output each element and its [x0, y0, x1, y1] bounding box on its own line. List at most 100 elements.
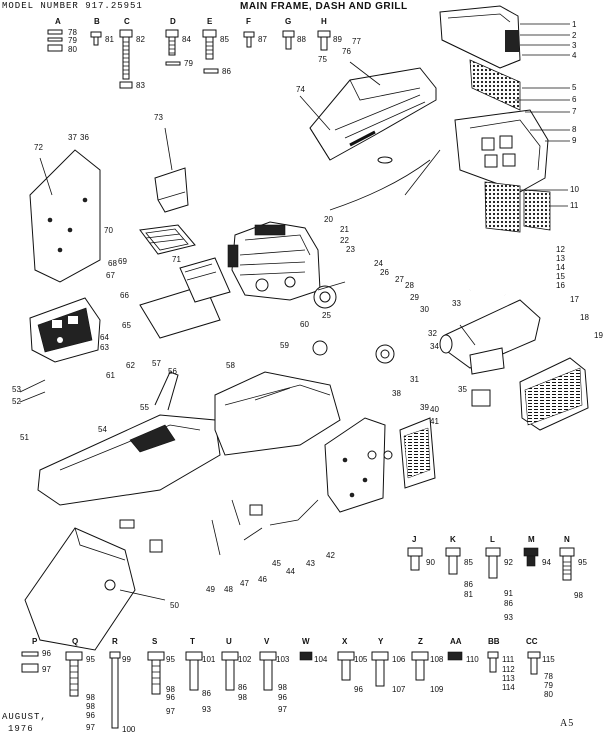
callout-37: 37	[68, 133, 77, 142]
callout-73: 73	[154, 113, 163, 122]
hw-num-93t: 93	[202, 705, 211, 714]
callout-44: 44	[286, 567, 295, 576]
callout-63: 63	[100, 343, 109, 352]
hw-num-80: 80	[68, 45, 77, 54]
callout-34: 34	[430, 342, 439, 351]
hw-num-103: 103	[276, 655, 290, 664]
callout-13: 13	[556, 254, 565, 263]
hardware-row-top	[47, 29, 331, 89]
callout-72: 72	[34, 143, 43, 152]
hw-num-95m: 95	[578, 558, 587, 567]
callout-27: 27	[395, 275, 404, 284]
hardware-e	[202, 29, 219, 74]
hw-num-80cc: 80	[544, 690, 553, 699]
pulley	[313, 281, 346, 309]
callout-77: 77	[352, 37, 361, 46]
hw-num-96x: 96	[354, 685, 363, 694]
hw-num-79b: 79	[184, 59, 193, 68]
hw-num-105: 105	[354, 655, 368, 664]
hw-num-88: 88	[297, 35, 306, 44]
hw-num-109: 109	[430, 685, 444, 694]
hw-letter-z: Z	[418, 637, 423, 646]
hw-letter-g: G	[285, 17, 291, 26]
hw-num-87: 87	[258, 35, 267, 44]
hw-letter-f: F	[246, 17, 251, 26]
hw-num-100: 100	[122, 725, 136, 734]
hw-num-107: 107	[392, 685, 406, 694]
callout-2: 2	[572, 31, 577, 40]
hw-letter-c: C	[124, 17, 130, 26]
hw-num-106: 106	[392, 655, 406, 664]
callout-53: 53	[12, 385, 21, 394]
callout-38: 38	[392, 389, 401, 398]
grille-screen-right	[523, 189, 551, 231]
hw-num-98u: 98	[238, 693, 247, 702]
hw-letter-h: H	[321, 17, 327, 26]
hw-num-97p: 97	[42, 665, 51, 674]
callout-33: 33	[452, 299, 461, 308]
hw-letter-t: T	[190, 637, 195, 646]
callout-62: 62	[126, 361, 135, 370]
hardware-a	[47, 29, 63, 52]
hood	[309, 67, 441, 211]
hw-num-86: 86	[222, 67, 231, 76]
hw-num-99: 99	[122, 655, 131, 664]
hardware-f	[243, 31, 255, 48]
callout-30: 30	[420, 305, 429, 314]
grille-screen-upper	[469, 59, 521, 111]
hw-num-82: 82	[136, 35, 145, 44]
hw-num-86t: 86	[202, 689, 211, 698]
callout-60: 60	[300, 320, 309, 329]
callout-43: 43	[306, 559, 315, 568]
callout-8: 8	[572, 125, 577, 134]
callout-22: 22	[340, 236, 349, 245]
callout-40: 40	[430, 405, 439, 414]
hw-num-98q: 98	[86, 693, 95, 702]
callout-68: 68	[108, 259, 117, 268]
hw-num-104: 104	[314, 655, 328, 664]
callout-74: 74	[296, 85, 305, 94]
hw-num-108: 108	[430, 655, 444, 664]
engine	[227, 221, 321, 301]
callout-54: 54	[98, 425, 107, 434]
callout-70: 70	[104, 226, 113, 235]
hw-num-93: 93	[504, 613, 513, 622]
callout-47: 47	[240, 579, 249, 588]
hardware-d	[165, 29, 181, 66]
callout-56: 56	[168, 367, 177, 376]
callout-29: 29	[410, 293, 419, 302]
hw-letter-cc: CC	[526, 637, 538, 646]
callout-58: 58	[226, 361, 235, 370]
dash-panel	[29, 297, 101, 363]
grille-assembly	[439, 5, 551, 233]
side-plate-right	[324, 417, 386, 513]
callout-36: 36	[80, 133, 89, 142]
hw-letter-j: J	[412, 535, 416, 544]
hardware-top-labels: A B C D E F G H 78 79 80 81 82 83 84 79 …	[55, 17, 342, 90]
callout-31: 31	[410, 375, 419, 384]
hw-letter-p: P	[32, 637, 38, 646]
vent-plate	[399, 417, 436, 489]
hw-letter-a: A	[55, 17, 61, 26]
hw-letter-r: R	[112, 637, 118, 646]
callout-24: 24	[374, 259, 383, 268]
hw-num-79cc: 79	[544, 681, 553, 690]
callout-76: 76	[342, 47, 351, 56]
hw-num-98s: 98	[166, 685, 175, 694]
hardware-row-bottom	[21, 651, 541, 729]
callout-55: 55	[140, 403, 149, 412]
callout-69: 69	[118, 257, 127, 266]
callout-19: 19	[594, 331, 603, 340]
callout-9: 9	[572, 136, 577, 145]
date-year: 1976	[8, 724, 34, 734]
callout-51: 51	[20, 433, 29, 442]
diagram-title: MAIN FRAME, DASH AND GRILL	[240, 1, 408, 12]
hw-num-78: 78	[68, 28, 77, 37]
callout-75: 75	[318, 55, 327, 64]
side-panel-left	[29, 149, 101, 283]
callout-12: 12	[556, 245, 565, 254]
hw-num-113: 113	[502, 674, 515, 683]
hardware-row-mid	[407, 547, 575, 581]
hw-letter-u: U	[226, 637, 232, 646]
